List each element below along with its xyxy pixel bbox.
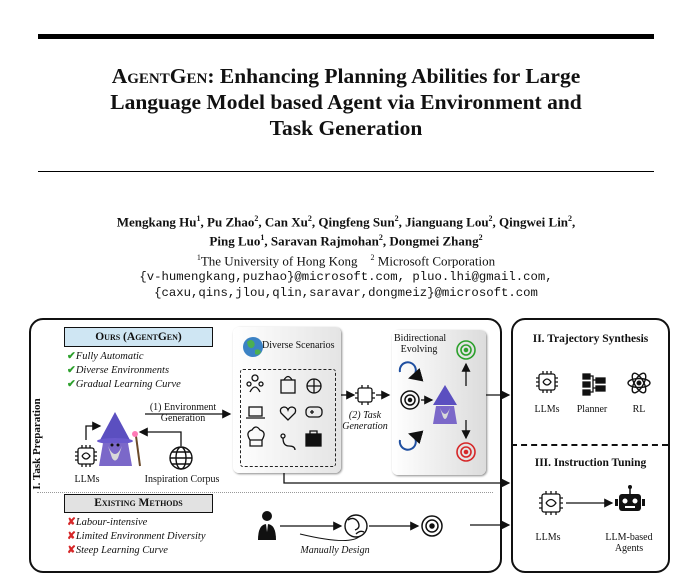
target-neutral-icon <box>400 390 420 410</box>
task-gen-label: (2) Task Generation <box>342 410 388 432</box>
scenario-grid <box>240 369 336 467</box>
task-gen-chip-icon <box>355 385 375 405</box>
env-gen-label: (1) Environment Generation <box>149 402 217 424</box>
people-icon <box>246 374 264 393</box>
tuning-llms-label: LLMs <box>535 532 561 543</box>
ours-feature-3: ✔Gradual Learning Curve <box>67 379 181 390</box>
wizard-small-icon <box>433 385 457 424</box>
existing-feature-3: ✘Steep Learning Curve <box>67 545 168 556</box>
title-line2: Language Model based Agent via Environme… <box>110 90 582 114</box>
right-panel-divider <box>511 444 668 446</box>
planner-icon <box>582 373 606 396</box>
tuning-agents-label: LLM-based Agents <box>605 532 653 554</box>
synth-llms-label: LLMs <box>534 404 560 415</box>
synth-rl-label: RL <box>632 404 646 415</box>
shopping-bag-icon <box>280 375 296 394</box>
authors-line1: Mengkang Hu1, Pu Zhao2, Can Xu2, Qingfen… <box>116 214 576 230</box>
suitcase-icon <box>305 430 322 447</box>
globe-icon <box>169 446 193 470</box>
to-tuning-arrow <box>283 473 511 488</box>
existing-feature-2: ✘Limited Environment Diversity <box>67 531 206 542</box>
target-existing-icon <box>421 515 443 537</box>
affiliations: 1The University of Hong Kong 2 Microsoft… <box>196 252 496 268</box>
title-bottom-rule <box>38 171 654 172</box>
email-line2: {caxu,qins,jlou,qlin,saravar,dongmeiz}@m… <box>154 285 538 300</box>
title-line3: Task Generation <box>269 116 423 140</box>
synth-llm-chip-icon <box>536 371 558 393</box>
llms-label-left: LLMs <box>74 474 100 485</box>
heart-icon <box>279 406 297 421</box>
synth-planner-label: Planner <box>576 404 608 415</box>
evolve-down-loop-icon <box>398 430 424 451</box>
ours-feature-1: ✔Fully Automatic <box>67 351 144 362</box>
instruction-tuning-heading: III. Instruction Tuning <box>534 457 647 469</box>
ours-tag: Ours (AgentGen) <box>64 327 213 347</box>
title-line1: : Enhancing Planning Abilities for Large <box>207 64 581 88</box>
chef-hat-icon <box>247 426 265 447</box>
inspiration-corpus-label: Inspiration Corpus <box>144 474 220 485</box>
manually-design-label: Manually Design <box>300 545 370 556</box>
earth-icon <box>243 337 263 357</box>
diverse-scenarios-label: Diverse Scenarios <box>262 340 335 351</box>
author-block: Mengkang Hu1, Pu Zhao2, Can Xu2, Qingfen… <box>38 211 654 301</box>
evolve-up-loop-icon <box>398 361 424 382</box>
llm-to-wizard-arrow <box>85 421 102 440</box>
left-panel-divider <box>37 492 493 493</box>
tuning-llm-chip-icon <box>539 491 563 515</box>
task-preparation-panel <box>29 318 502 573</box>
basketball-icon <box>306 378 322 394</box>
llm-chip-icon <box>75 445 97 467</box>
laptop-icon <box>246 406 265 419</box>
existing-methods-tag: Existing Methods <box>64 494 213 513</box>
atom-icon <box>627 372 651 394</box>
earth-outline-icon <box>344 514 368 538</box>
trajectory-synthesis-heading: II. Trajectory Synthesis <box>532 333 649 345</box>
title-agentgen: AgentGen <box>111 64 208 88</box>
paper-title: AgentGen: Enhancing Planning Abilities f… <box>38 63 654 141</box>
ours-feature-2: ✔Diverse Environments <box>67 365 170 376</box>
existing-feature-1: ✘Labour-intensive <box>67 517 148 528</box>
bidirectional-label: Bidirectional Evolving <box>394 333 447 355</box>
wizard-icon <box>97 412 141 467</box>
target-green-icon <box>456 340 476 360</box>
route-icon <box>280 433 296 451</box>
title-top-rule <box>38 34 654 39</box>
person-icon <box>258 511 276 540</box>
authors-line2: Ping Luo1, Saravan Rajmohan2, Dongmei Zh… <box>209 233 483 249</box>
email-line1: {v-humengkang,puzhao}@microsoft.com, plu… <box>139 269 553 284</box>
corpus-to-wizard-arrow <box>138 427 182 446</box>
target-red-icon <box>456 442 476 462</box>
gamepad-icon <box>305 406 323 418</box>
robot-icon <box>615 485 645 511</box>
manual-design-curve <box>299 533 361 541</box>
